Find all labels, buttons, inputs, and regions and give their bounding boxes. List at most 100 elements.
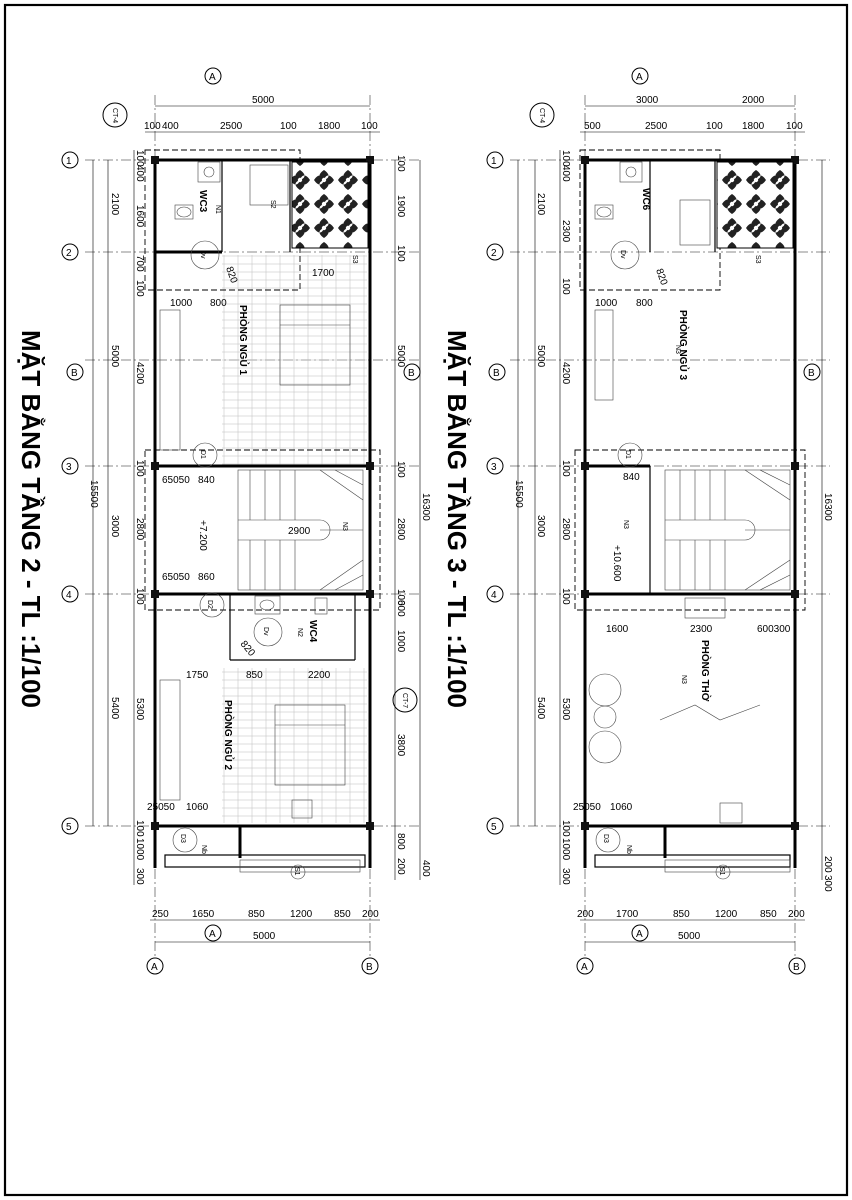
axis-label: A	[636, 72, 643, 83]
dimension-label: 1000	[395, 630, 406, 653]
section-mark-label: CT-4	[111, 108, 118, 123]
dimension-label: 100	[560, 278, 571, 295]
columns-floor-2	[151, 156, 374, 830]
dimension-label: 16300	[420, 493, 431, 521]
dimension-label: 1000	[170, 298, 193, 309]
dimension-label: 25050	[573, 802, 601, 813]
dimension-label: 100	[395, 589, 406, 606]
dimension-label: 820	[653, 267, 669, 287]
staircase-floor-2: 2900 +7.200	[197, 469, 364, 591]
dimension-label: 200	[577, 909, 594, 920]
dimension-label: 5400	[535, 697, 546, 720]
dimension-label: 600300	[757, 624, 791, 635]
dimension-label: 850	[246, 670, 263, 681]
axis-label: 3	[66, 462, 72, 473]
dimension-label: 15500	[88, 480, 99, 508]
bottom-dimensions-floor-3: 200 1700 850 1200 850 200 5000	[577, 909, 805, 943]
dimension-label: 5000	[109, 345, 120, 368]
dimension-label: 200	[395, 858, 406, 875]
dimension-label: 100	[134, 820, 145, 837]
dimension-label: 1800	[742, 121, 765, 132]
tag-label: N2	[296, 628, 303, 637]
tag-label: S2	[269, 200, 276, 209]
dimension-label: 100	[361, 121, 378, 132]
left-dimensions-floor-2: 15500 2100 5000 3000 5400 100 400 1600 7…	[88, 150, 145, 885]
axis-label: A	[636, 929, 643, 940]
dimension-label: 2800	[395, 518, 406, 541]
walls-floor-2	[144, 149, 381, 868]
dimension-label: 1060	[186, 802, 209, 813]
dimension-label: 100	[280, 121, 297, 132]
floor-level: +10.600	[611, 545, 622, 582]
axis-bubbles-floor-3: 1 2 B 3 4 5 B A B A A CT-4	[486, 67, 821, 975]
dimension-label: 100	[786, 121, 803, 132]
dimension-label: 800	[395, 833, 406, 850]
tag-label: S1	[293, 867, 300, 876]
axis-bubbles-floor-2: 1 2 B 3 4 5 B A B A A CT-4 CT-	[61, 67, 421, 975]
dimension-label: 840	[198, 475, 215, 486]
dimension-label: 100	[395, 155, 406, 172]
columns-floor-3	[581, 156, 799, 830]
axis-label: 1	[66, 156, 72, 167]
dimension-label: 5000	[253, 931, 276, 942]
dimension-label: 3000	[109, 515, 120, 538]
dimension-label: 840	[623, 472, 640, 483]
axis-label: 5	[66, 822, 72, 833]
dimension-label: 2800	[560, 518, 571, 541]
dimension-label: 1200	[715, 909, 738, 920]
axis-label: 5	[491, 822, 497, 833]
axis-label: 4	[491, 590, 497, 601]
dimension-label: 3000	[636, 95, 659, 106]
dimension-label: 2500	[645, 121, 668, 132]
axis-label: 1	[491, 156, 497, 167]
axis-label: A	[151, 962, 158, 973]
dimension-label: 100	[134, 588, 145, 605]
axis-label: B	[808, 368, 815, 379]
axis-label: B	[408, 368, 415, 379]
tag-label: N1	[214, 205, 221, 214]
dimension-label: 65050	[162, 475, 190, 486]
section-mark-label: CT-4	[538, 108, 545, 123]
dimension-label: 400	[420, 860, 431, 877]
tags-floor-3: D1 D3 Dv S1 S3 N3 N3 N3 Nb	[602, 250, 761, 880]
dimension-label: 2100	[109, 193, 120, 216]
dimension-label: 820	[238, 639, 257, 659]
tag-label: D2	[206, 600, 213, 609]
tag-label: D3	[179, 834, 186, 843]
room-label: WC3	[197, 190, 208, 213]
tag-label: N3	[622, 520, 629, 529]
room-label: PHÒNG NGỦ 2	[222, 700, 235, 770]
dimension-label: 1600	[134, 205, 145, 228]
dimension-label: 100	[560, 820, 571, 837]
dimension-label: 25050	[147, 802, 175, 813]
bottom-dimensions-floor-2: 250 1650 850 1200 850 200 5000	[150, 909, 380, 943]
dimension-label: 1650	[192, 909, 215, 920]
room-label: WC4	[307, 620, 318, 643]
room-label: WC6	[640, 188, 651, 211]
dimension-label: 800	[210, 298, 227, 309]
walls-floor-3	[574, 149, 806, 868]
axis-label: 3	[491, 462, 497, 473]
dimension-label: 4200	[134, 362, 145, 385]
dimension-label: 250	[152, 909, 169, 920]
top-dimensions-floor-2: 5000 100 400 2500 100 1800 100	[144, 95, 380, 133]
dimension-label: 1750	[186, 670, 209, 681]
tag-label: D1	[199, 450, 206, 459]
dimension-label: 850	[248, 909, 265, 920]
dimension-label: 800	[636, 298, 653, 309]
tag-label: N3	[674, 345, 681, 354]
dimension-label: 860	[198, 572, 215, 583]
dimension-label: 600	[395, 600, 406, 617]
dimension-label: 400	[560, 165, 571, 182]
dimension-label: 16300	[822, 493, 833, 521]
dimension-label: 2000	[742, 95, 765, 106]
dimension-label: 5300	[134, 698, 145, 721]
dimension-label: 4200	[560, 362, 571, 385]
tag-label: S3	[351, 255, 358, 264]
dimension-label: 100	[706, 121, 723, 132]
dimension-label: 1000	[134, 838, 145, 861]
dimension-label: 850	[673, 909, 690, 920]
axis-label: 4	[66, 590, 72, 601]
decorative-lattice	[291, 161, 369, 249]
dimension-label: 5000	[395, 345, 406, 368]
